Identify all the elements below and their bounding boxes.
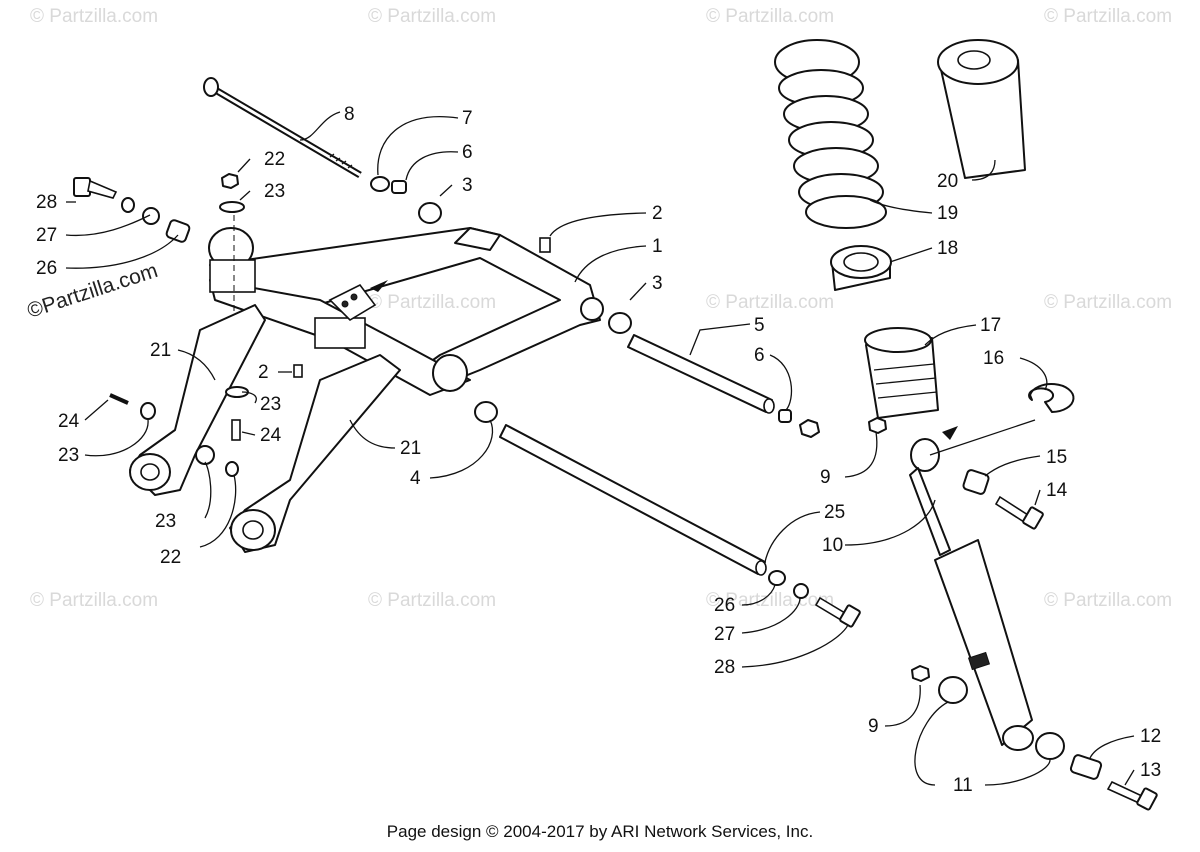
bolt-part bbox=[231, 419, 241, 441]
nut-part bbox=[225, 461, 239, 477]
callout-23[interactable]: 23 bbox=[155, 511, 176, 532]
coil-spring-part bbox=[774, 39, 887, 229]
long-bolt-part bbox=[203, 77, 362, 179]
nut-part bbox=[799, 419, 820, 438]
callout-15[interactable]: 15 bbox=[1046, 447, 1067, 468]
callout-12[interactable]: 12 bbox=[1140, 726, 1161, 747]
callout-21[interactable]: 21 bbox=[400, 438, 421, 459]
bushing-part bbox=[962, 469, 990, 495]
bushing-part bbox=[938, 676, 968, 704]
watermark: © Partzilla.com bbox=[30, 6, 158, 27]
washer-part bbox=[768, 570, 786, 586]
bushing-part bbox=[165, 219, 191, 243]
callout-20[interactable]: 20 bbox=[937, 171, 958, 192]
bushing-part bbox=[391, 180, 407, 194]
nut-part bbox=[868, 417, 887, 434]
nut-part bbox=[911, 665, 930, 682]
swing-arm-part bbox=[208, 227, 604, 396]
callout-21[interactable]: 21 bbox=[150, 340, 171, 361]
bolt-part bbox=[814, 596, 861, 628]
rear-arm-right-part bbox=[229, 354, 401, 553]
long-tube-part bbox=[499, 424, 767, 576]
callout-19[interactable]: 19 bbox=[937, 203, 958, 224]
callout-3[interactable]: 3 bbox=[652, 273, 663, 294]
bushing-part bbox=[608, 312, 632, 334]
callout-22[interactable]: 22 bbox=[160, 547, 181, 568]
bolt-part bbox=[994, 495, 1044, 530]
watermark: © Partzilla.com bbox=[706, 6, 834, 27]
watermark: © Partzilla.com bbox=[368, 590, 496, 611]
callout-2[interactable]: 2 bbox=[652, 203, 663, 224]
arrow-marker bbox=[370, 280, 388, 292]
callout-25[interactable]: 25 bbox=[824, 502, 845, 523]
callout-8[interactable]: 8 bbox=[344, 104, 355, 125]
callout-labels: 8 7 6 3 2 1 3 5 6 22 23 28 27 26 21 2 23… bbox=[36, 104, 1161, 796]
retainer-clip-part bbox=[1028, 383, 1075, 413]
washer-part bbox=[370, 176, 390, 192]
callout-6[interactable]: 6 bbox=[462, 142, 473, 163]
nut-part bbox=[221, 173, 239, 189]
callout-14[interactable]: 14 bbox=[1046, 480, 1068, 501]
bushing-part bbox=[418, 202, 442, 224]
bushing-part bbox=[474, 401, 498, 423]
callout-24[interactable]: 24 bbox=[58, 411, 80, 432]
callout-22[interactable]: 22 bbox=[264, 149, 285, 170]
callout-7[interactable]: 7 bbox=[462, 108, 473, 129]
arrow-marker bbox=[942, 426, 958, 440]
grease-fitting-part bbox=[293, 364, 303, 378]
watermark: © Partzilla.com bbox=[1044, 6, 1172, 27]
suspension-drawing bbox=[73, 39, 1158, 811]
callout-18[interactable]: 18 bbox=[937, 238, 958, 259]
washer-part bbox=[142, 207, 160, 225]
callout-17[interactable]: 17 bbox=[980, 315, 1001, 336]
callout-27[interactable]: 27 bbox=[714, 624, 735, 645]
callout-23[interactable]: 23 bbox=[58, 445, 79, 466]
washer-part bbox=[793, 583, 809, 599]
watermark: © Partzilla.com bbox=[368, 6, 496, 27]
watermark: © Partzilla.com bbox=[706, 292, 834, 313]
pivot-tube-part bbox=[627, 334, 775, 414]
callout-28[interactable]: 28 bbox=[714, 657, 735, 678]
callout-26[interactable]: 26 bbox=[714, 595, 735, 616]
callout-16[interactable]: 16 bbox=[983, 348, 1004, 369]
callout-10[interactable]: 10 bbox=[822, 535, 843, 556]
rear-arm-left-part bbox=[129, 304, 266, 496]
bolt-part bbox=[1106, 780, 1158, 811]
callout-23[interactable]: 23 bbox=[264, 181, 285, 202]
bolt-part bbox=[73, 177, 118, 199]
watermark: © Partzilla.com bbox=[1044, 590, 1172, 611]
spring-seat-part bbox=[830, 245, 892, 291]
callout-27[interactable]: 27 bbox=[36, 225, 57, 246]
callout-9[interactable]: 9 bbox=[868, 716, 879, 737]
bushing-part bbox=[1035, 732, 1065, 760]
washer-part bbox=[121, 197, 135, 213]
callout-28[interactable]: 28 bbox=[36, 192, 57, 213]
callout-5[interactable]: 5 bbox=[754, 315, 765, 336]
callout-1[interactable]: 1 bbox=[652, 236, 663, 257]
callout-23[interactable]: 23 bbox=[260, 394, 281, 415]
callout-4[interactable]: 4 bbox=[410, 468, 421, 489]
washer-part bbox=[195, 445, 215, 465]
washer-part bbox=[219, 201, 245, 213]
watermark: © Partzilla.com bbox=[30, 590, 158, 611]
grease-fitting-part bbox=[539, 237, 551, 253]
callout-2[interactable]: 2 bbox=[258, 362, 269, 383]
callout-3[interactable]: 3 bbox=[462, 175, 473, 196]
sleeve-part bbox=[1069, 754, 1103, 780]
callout-24[interactable]: 24 bbox=[260, 425, 282, 446]
bushing-part bbox=[778, 409, 792, 423]
watermark: © Partzilla.com bbox=[1044, 292, 1172, 313]
callout-13[interactable]: 13 bbox=[1140, 760, 1161, 781]
washer-part bbox=[140, 402, 156, 420]
callout-26[interactable]: 26 bbox=[36, 258, 57, 279]
dust-cover-part bbox=[937, 39, 1026, 179]
copyright-footer: Page design © 2004-2017 by ARI Network S… bbox=[386, 822, 814, 841]
callout-6[interactable]: 6 bbox=[754, 345, 765, 366]
bump-stop-part bbox=[864, 327, 939, 419]
watermark: © Partzilla.com bbox=[368, 292, 496, 313]
leader-lines bbox=[65, 111, 1135, 786]
callout-11[interactable]: 11 bbox=[953, 775, 973, 796]
callout-9[interactable]: 9 bbox=[820, 467, 831, 488]
